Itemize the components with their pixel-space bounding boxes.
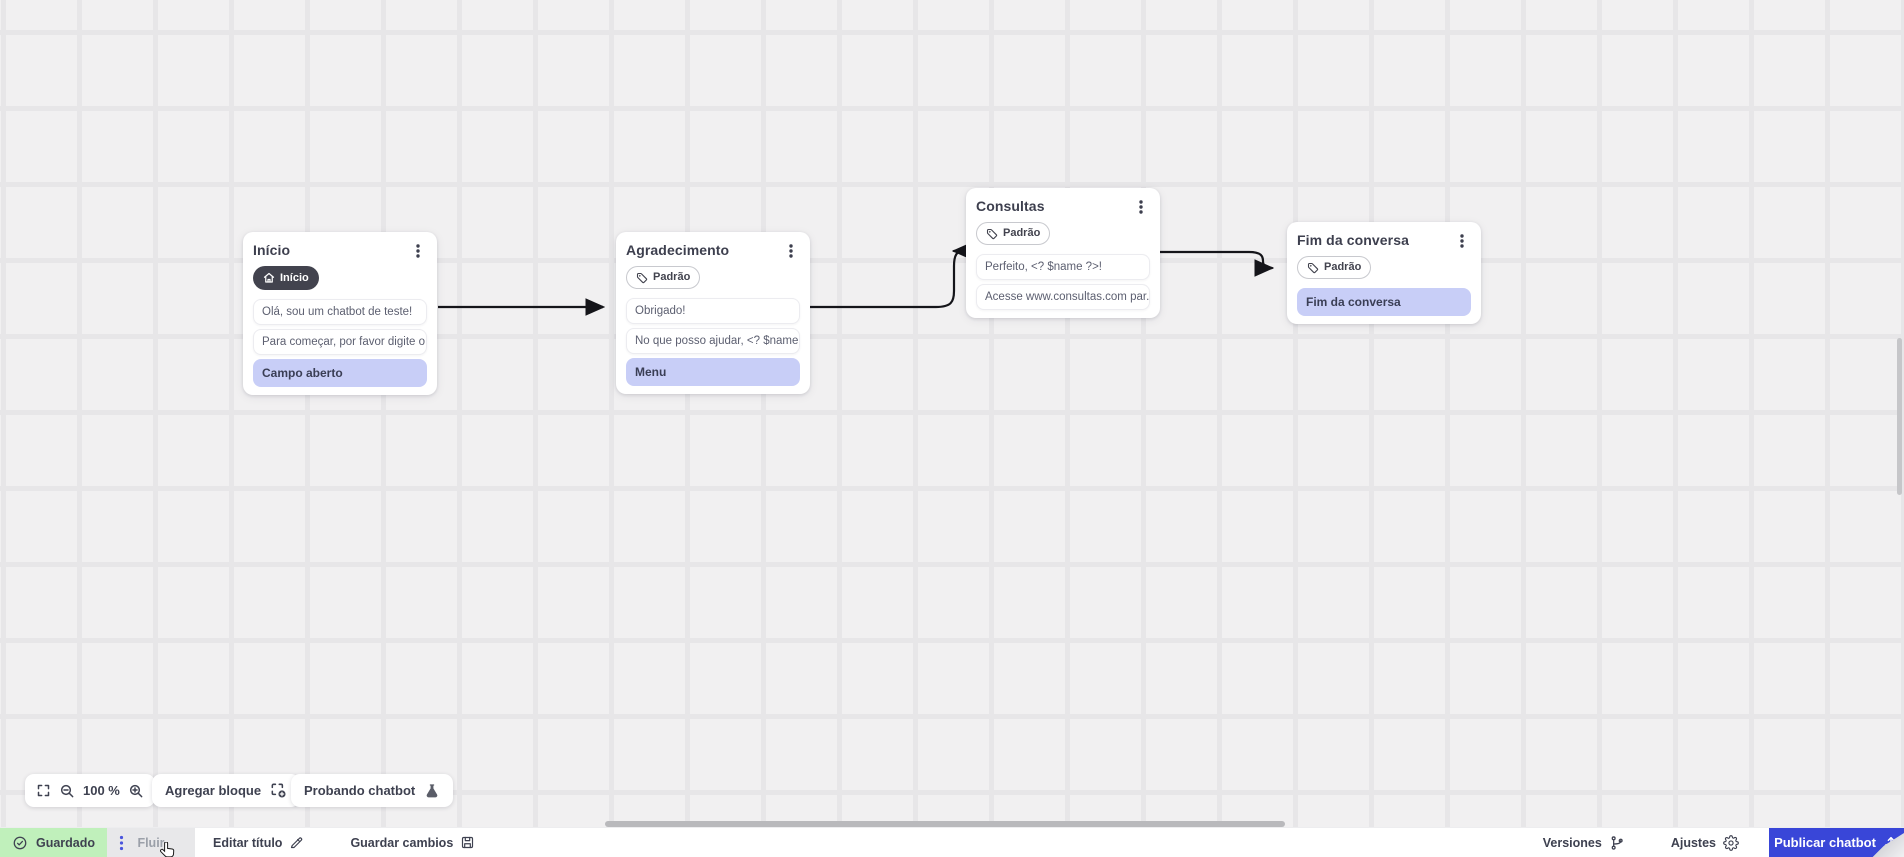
node-title: Agradecimento bbox=[626, 242, 730, 258]
message-block[interactable]: No que posso ajudar, <? $name ... bbox=[626, 328, 800, 354]
edge-agradecimento-to-consultas bbox=[808, 242, 972, 309]
drag-handle-icon[interactable] bbox=[119, 835, 124, 851]
test-chatbot-label: Probando chatbot bbox=[304, 783, 416, 798]
node-body: Olá, sou um chatbot de teste! Para começ… bbox=[253, 299, 427, 387]
tag-icon bbox=[636, 272, 648, 284]
edit-title-button[interactable]: Editar título bbox=[213, 828, 304, 857]
save-changes-button[interactable]: Guardar cambios bbox=[350, 828, 475, 857]
node-type-badge: Padrão bbox=[626, 266, 701, 289]
saved-label: Guardado bbox=[35, 835, 96, 850]
flow-connections bbox=[438, 242, 1275, 316]
flow-canvas[interactable]: Início Início Olá, sou um chatbot de tes… bbox=[0, 0, 1904, 827]
test-chatbot-button[interactable]: Probando chatbot bbox=[291, 774, 454, 807]
branch-icon bbox=[1609, 835, 1625, 851]
node-title: Consultas bbox=[976, 198, 1045, 214]
versions-button[interactable]: Versiones bbox=[1543, 828, 1625, 857]
message-block[interactable]: Acesse www.consultas.com par... bbox=[976, 284, 1150, 310]
mouse-cursor bbox=[160, 842, 175, 857]
vertical-scrollbar[interactable] bbox=[1897, 338, 1902, 495]
statusbar-spacer bbox=[475, 828, 1542, 857]
flow-node-inicio[interactable]: Início Início Olá, sou um chatbot de tes… bbox=[243, 232, 437, 395]
message-block[interactable]: Obrigado! bbox=[626, 298, 800, 324]
settings-label: Ajustes bbox=[1670, 835, 1716, 850]
gear-icon bbox=[1723, 834, 1739, 851]
add-block-icon bbox=[270, 782, 287, 799]
node-menu-icon[interactable] bbox=[784, 243, 798, 259]
node-menu-icon[interactable] bbox=[1455, 233, 1469, 249]
end-conversation-block[interactable]: Fim da conversa bbox=[1297, 288, 1471, 316]
tag-icon bbox=[1307, 262, 1319, 274]
pencil-icon bbox=[289, 835, 304, 850]
node-type-badge: Início bbox=[253, 266, 319, 290]
tab-fluir[interactable]: Fluir bbox=[107, 828, 195, 857]
open-field-block[interactable]: Campo aberto bbox=[253, 359, 427, 387]
zoom-level: 100 % bbox=[83, 783, 120, 798]
save-changes-label: Guardar cambios bbox=[350, 835, 454, 850]
publish-label: Publicar chatbot bbox=[1774, 835, 1876, 850]
add-block-button[interactable]: Agregar bloque bbox=[152, 774, 301, 807]
fit-screen-icon[interactable] bbox=[36, 783, 51, 798]
message-block[interactable]: Olá, sou um chatbot de teste! bbox=[253, 299, 427, 325]
message-block[interactable]: Para começar, por favor digite o ... bbox=[253, 329, 427, 355]
versions-label: Versiones bbox=[1542, 835, 1602, 850]
zoom-out-icon[interactable] bbox=[59, 783, 75, 799]
node-title: Fim da conversa bbox=[1297, 232, 1409, 248]
node-title: Início bbox=[253, 242, 291, 258]
add-block-label: Agregar bloque bbox=[165, 783, 262, 798]
node-type-badge: Padrão bbox=[1297, 256, 1372, 279]
node-menu-icon[interactable] bbox=[1134, 199, 1148, 215]
horizontal-scrollbar[interactable] bbox=[605, 821, 1285, 827]
saved-status: Guardado bbox=[0, 828, 107, 857]
zoom-in-icon[interactable] bbox=[128, 783, 144, 799]
home-icon bbox=[263, 272, 275, 284]
node-body: Fim da conversa bbox=[1297, 288, 1471, 316]
flow-node-consultas[interactable]: Consultas Padrão Perfeito, <? $name ?>! … bbox=[966, 188, 1160, 318]
node-header: Consultas bbox=[976, 198, 1150, 215]
settings-button[interactable]: Ajustes bbox=[1671, 828, 1739, 857]
save-icon bbox=[460, 835, 475, 850]
node-header: Agradecimento bbox=[626, 242, 800, 259]
node-header: Fim da conversa bbox=[1297, 232, 1471, 249]
fluir-label: Fluir bbox=[137, 835, 165, 850]
edit-title-label: Editar título bbox=[213, 835, 283, 850]
flask-icon bbox=[424, 783, 440, 799]
flow-node-agradecimento[interactable]: Agradecimento Padrão Obrigado! No que po… bbox=[616, 232, 810, 394]
node-menu-icon[interactable] bbox=[411, 243, 425, 259]
menu-block[interactable]: Menu bbox=[626, 358, 800, 386]
flow-node-fim-da-conversa[interactable]: Fim da conversa Padrão Fim da conversa bbox=[1287, 222, 1481, 324]
check-circle-icon bbox=[12, 835, 28, 851]
tag-icon bbox=[986, 228, 998, 240]
status-bar: Guardado Fluir Editar título Guardar cam… bbox=[0, 827, 1904, 857]
zoom-toolbar: 100 % bbox=[25, 774, 155, 807]
node-header: Início bbox=[253, 242, 427, 259]
node-type-badge: Padrão bbox=[976, 222, 1051, 245]
message-block[interactable]: Perfeito, <? $name ?>! bbox=[976, 254, 1150, 280]
edge-consultas-to-fim bbox=[1158, 250, 1275, 277]
node-body: Obrigado! No que posso ajudar, <? $name … bbox=[626, 298, 800, 386]
node-body: Perfeito, <? $name ?>! Acesse www.consul… bbox=[976, 254, 1150, 310]
publish-chatbot-button[interactable]: Publicar chatbot bbox=[1769, 828, 1904, 857]
